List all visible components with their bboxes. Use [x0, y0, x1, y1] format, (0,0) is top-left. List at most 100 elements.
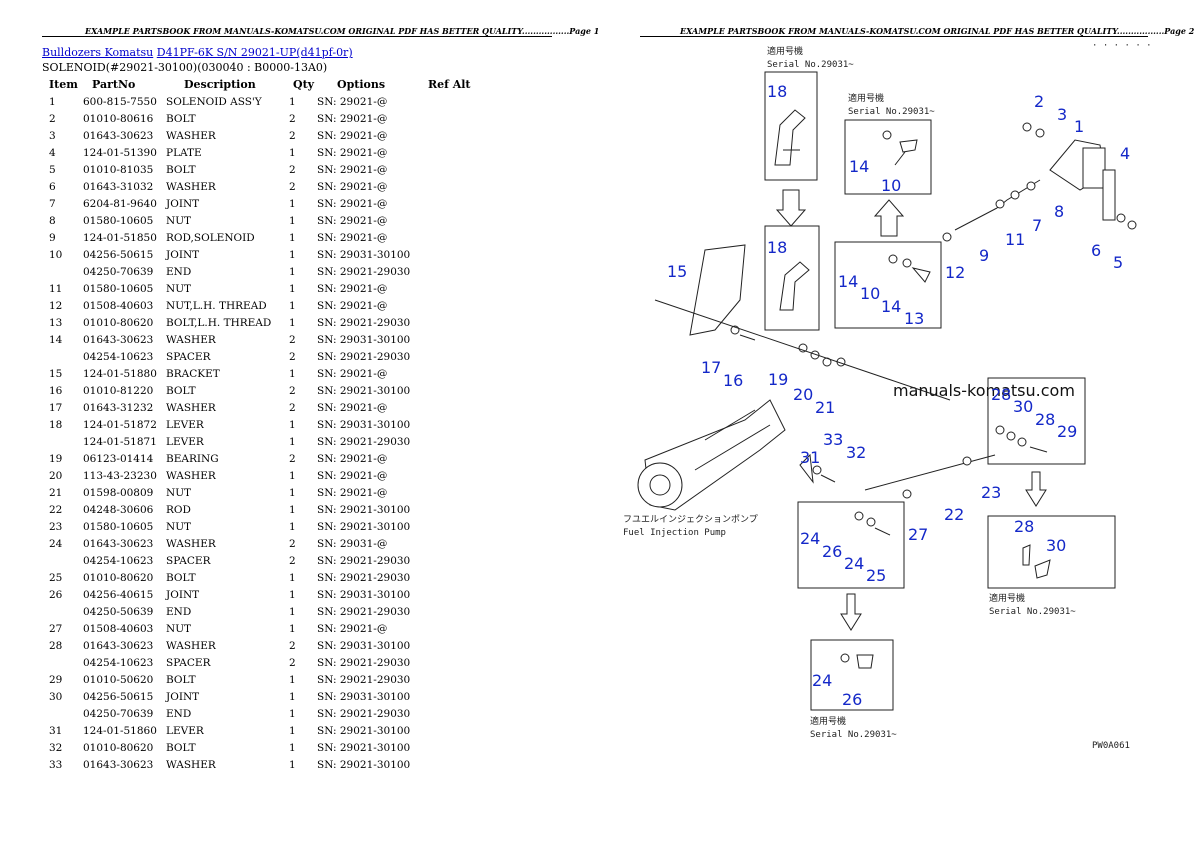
- label-1: 1: [1074, 117, 1084, 136]
- cell-qty: 2: [289, 350, 296, 363]
- cell-description: PLATE: [166, 146, 202, 159]
- cell-ref-alt: [428, 263, 471, 280]
- cell-qty: 1: [289, 724, 296, 737]
- cell-ref-alt: [428, 331, 471, 348]
- cell-qty: 1: [289, 282, 296, 295]
- cell-ref-alt: [428, 280, 471, 297]
- cell-partno: 04250-70639: [83, 707, 154, 720]
- cell-qty: 1: [289, 673, 296, 686]
- cell-partno: 01598-00809: [83, 486, 154, 499]
- cell-item: 5: [49, 163, 56, 176]
- cell-options: SN: 29031-30100: [317, 248, 411, 261]
- cell-description: SOLENOID ASS'Y: [166, 95, 262, 108]
- cell-item: [42, 552, 83, 569]
- label-27: 27: [908, 525, 928, 544]
- cell-description: JOINT: [166, 248, 200, 261]
- breadcrumb-link-model[interactable]: D41PF-6K S/N 29021-UP(d41pf-0r): [156, 46, 353, 59]
- serial-jp-label-3: 適用号機: [989, 592, 1025, 604]
- cell-item: 33: [49, 758, 63, 771]
- cell-ref-alt: [428, 705, 471, 722]
- label-29: 29: [1057, 422, 1077, 441]
- label-21: 21: [815, 398, 835, 417]
- cell-partno: 06123-01414: [83, 452, 154, 465]
- cell-description: WASHER: [166, 333, 216, 346]
- cell-options: SN: 29021-@: [317, 299, 388, 312]
- cell-partno: 04256-50615: [83, 690, 154, 703]
- label-24-b: 24: [844, 554, 864, 573]
- cell-ref-alt: [428, 144, 471, 161]
- label-7: 7: [1032, 216, 1042, 235]
- label-28-b: 28: [1035, 410, 1055, 429]
- cell-options: SN: 29021-30100: [317, 724, 411, 737]
- cell-options: SN: 29021-@: [317, 469, 388, 482]
- cell-description: BOLT: [166, 571, 196, 584]
- cell-qty: 1: [289, 146, 296, 159]
- cell-qty: 1: [289, 588, 296, 601]
- cell-options: SN: 29021-29030: [317, 554, 411, 567]
- label-24-inset: 24: [812, 671, 832, 690]
- cell-ref-alt: [428, 671, 471, 688]
- cell-qty: 2: [289, 384, 296, 397]
- cell-item: 21: [49, 486, 63, 499]
- cell-item: 6: [49, 180, 56, 193]
- cell-qty: 2: [289, 180, 296, 193]
- cell-description: SPACER: [166, 656, 211, 669]
- label-23: 23: [981, 483, 1001, 502]
- cell-item: [42, 654, 83, 671]
- cell-description: END: [166, 605, 192, 618]
- cell-ref-alt: [428, 416, 471, 433]
- cell-ref-alt: [428, 382, 471, 399]
- arrow-up-left: [775, 189, 807, 227]
- cell-qty: 1: [289, 758, 296, 771]
- cell-options: SN: 29021-29030: [317, 350, 411, 363]
- label-6: 6: [1091, 241, 1101, 260]
- cell-qty: 1: [289, 367, 296, 380]
- cell-qty: 1: [289, 316, 296, 329]
- label-5: 5: [1113, 253, 1123, 272]
- cell-options: SN: 29021-30100: [317, 384, 411, 397]
- cell-qty: 2: [289, 656, 296, 669]
- label-10: 10: [860, 284, 880, 303]
- cell-description: NUT: [166, 214, 192, 227]
- header-rule: [42, 36, 552, 37]
- cell-qty: 2: [289, 537, 296, 550]
- label-15: 15: [667, 262, 687, 281]
- page-2-header: EXAMPLE PARTSBOOK FROM MANUALS-KOMATSU.C…: [680, 26, 1194, 36]
- cell-qty: 2: [289, 639, 296, 652]
- cell-qty: 1: [289, 520, 296, 533]
- col-header-options: Options: [337, 78, 386, 91]
- cell-ref-alt: [428, 433, 471, 450]
- cell-ref-alt: [428, 178, 471, 195]
- label-2: 2: [1034, 92, 1044, 111]
- cell-item: 27: [49, 622, 63, 635]
- serial-en-label: Serial No.29031~: [767, 60, 854, 70]
- cell-options: SN: 29021-30100: [317, 741, 411, 754]
- cell-ref-alt: [428, 722, 471, 739]
- cell-item: 11: [49, 282, 63, 295]
- cell-description: JOINT: [166, 197, 200, 210]
- breadcrumb-link-bulldozers[interactable]: Bulldozers Komatsu: [42, 46, 154, 59]
- cell-options: SN: 29021-@: [317, 180, 388, 193]
- cell-ref-alt: [428, 348, 471, 365]
- cell-description: BOLT: [166, 741, 196, 754]
- cell-ref-alt: [428, 229, 471, 246]
- label-30: 30: [1013, 397, 1033, 416]
- cell-qty: 2: [289, 129, 296, 142]
- cell-description: SPACER: [166, 350, 211, 363]
- cell-ref-alt: [428, 297, 471, 314]
- serial-en-label-4: Serial No.29031~: [810, 730, 897, 740]
- cell-partno: 04254-10623: [83, 656, 154, 669]
- cell-partno: 01010-81035: [83, 163, 154, 176]
- label-11: 11: [1005, 230, 1025, 249]
